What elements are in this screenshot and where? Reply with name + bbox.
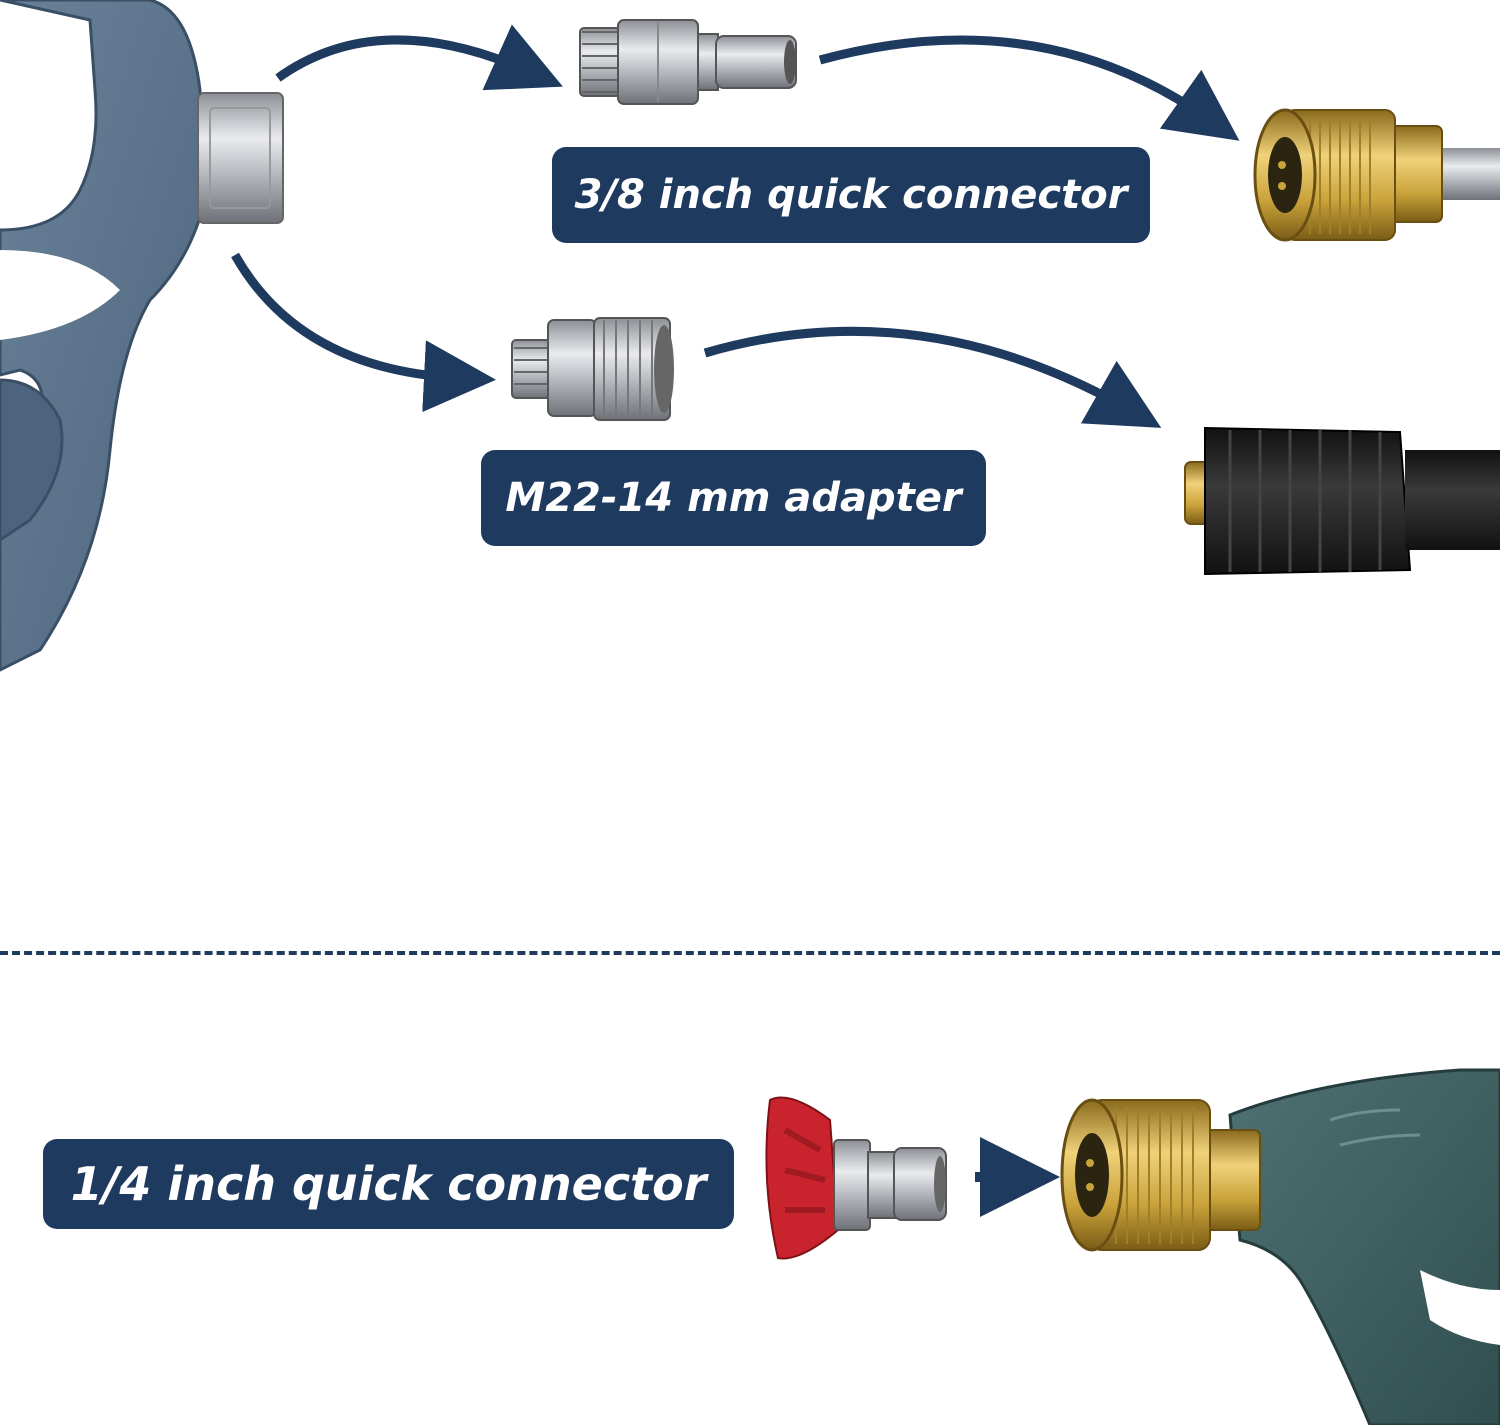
gun-bottom-body xyxy=(1228,1068,1500,1425)
brass-coupler-bottom-image xyxy=(1060,1098,1261,1252)
quick-plug-38-image xyxy=(579,19,797,105)
gun-top-trigger xyxy=(0,378,64,542)
gun-top-body xyxy=(0,0,207,672)
red-nozzle-image xyxy=(765,1096,947,1260)
gun-top-inner-cutout xyxy=(0,250,120,340)
m22-adapter-image xyxy=(511,317,674,421)
arrow-quick-plug-to-coupler xyxy=(818,35,1240,141)
m22-hose-fitting-image xyxy=(1184,426,1500,576)
section-divider xyxy=(0,951,1500,955)
arrow-gun-to-quick-plug xyxy=(275,24,563,91)
label-38-inch-quick-connector: 3/8 inch quick connector xyxy=(552,147,1150,243)
arrow-gun-to-m22-adapter xyxy=(231,252,496,413)
gun-top-outlet-fitting xyxy=(197,92,284,224)
spray-gun-top xyxy=(0,0,284,672)
gun-bottom-handle-cutout xyxy=(1420,1270,1500,1345)
brass-coupler-top-image xyxy=(1253,108,1500,242)
arrow-m22-adapter-to-hose xyxy=(703,326,1162,428)
spray-gun-bottom xyxy=(1228,1068,1500,1425)
label-m22-adapter: M22-14 mm adapter xyxy=(481,450,986,546)
label-14-inch-quick-connector: 1/4 inch quick connector xyxy=(43,1139,734,1229)
